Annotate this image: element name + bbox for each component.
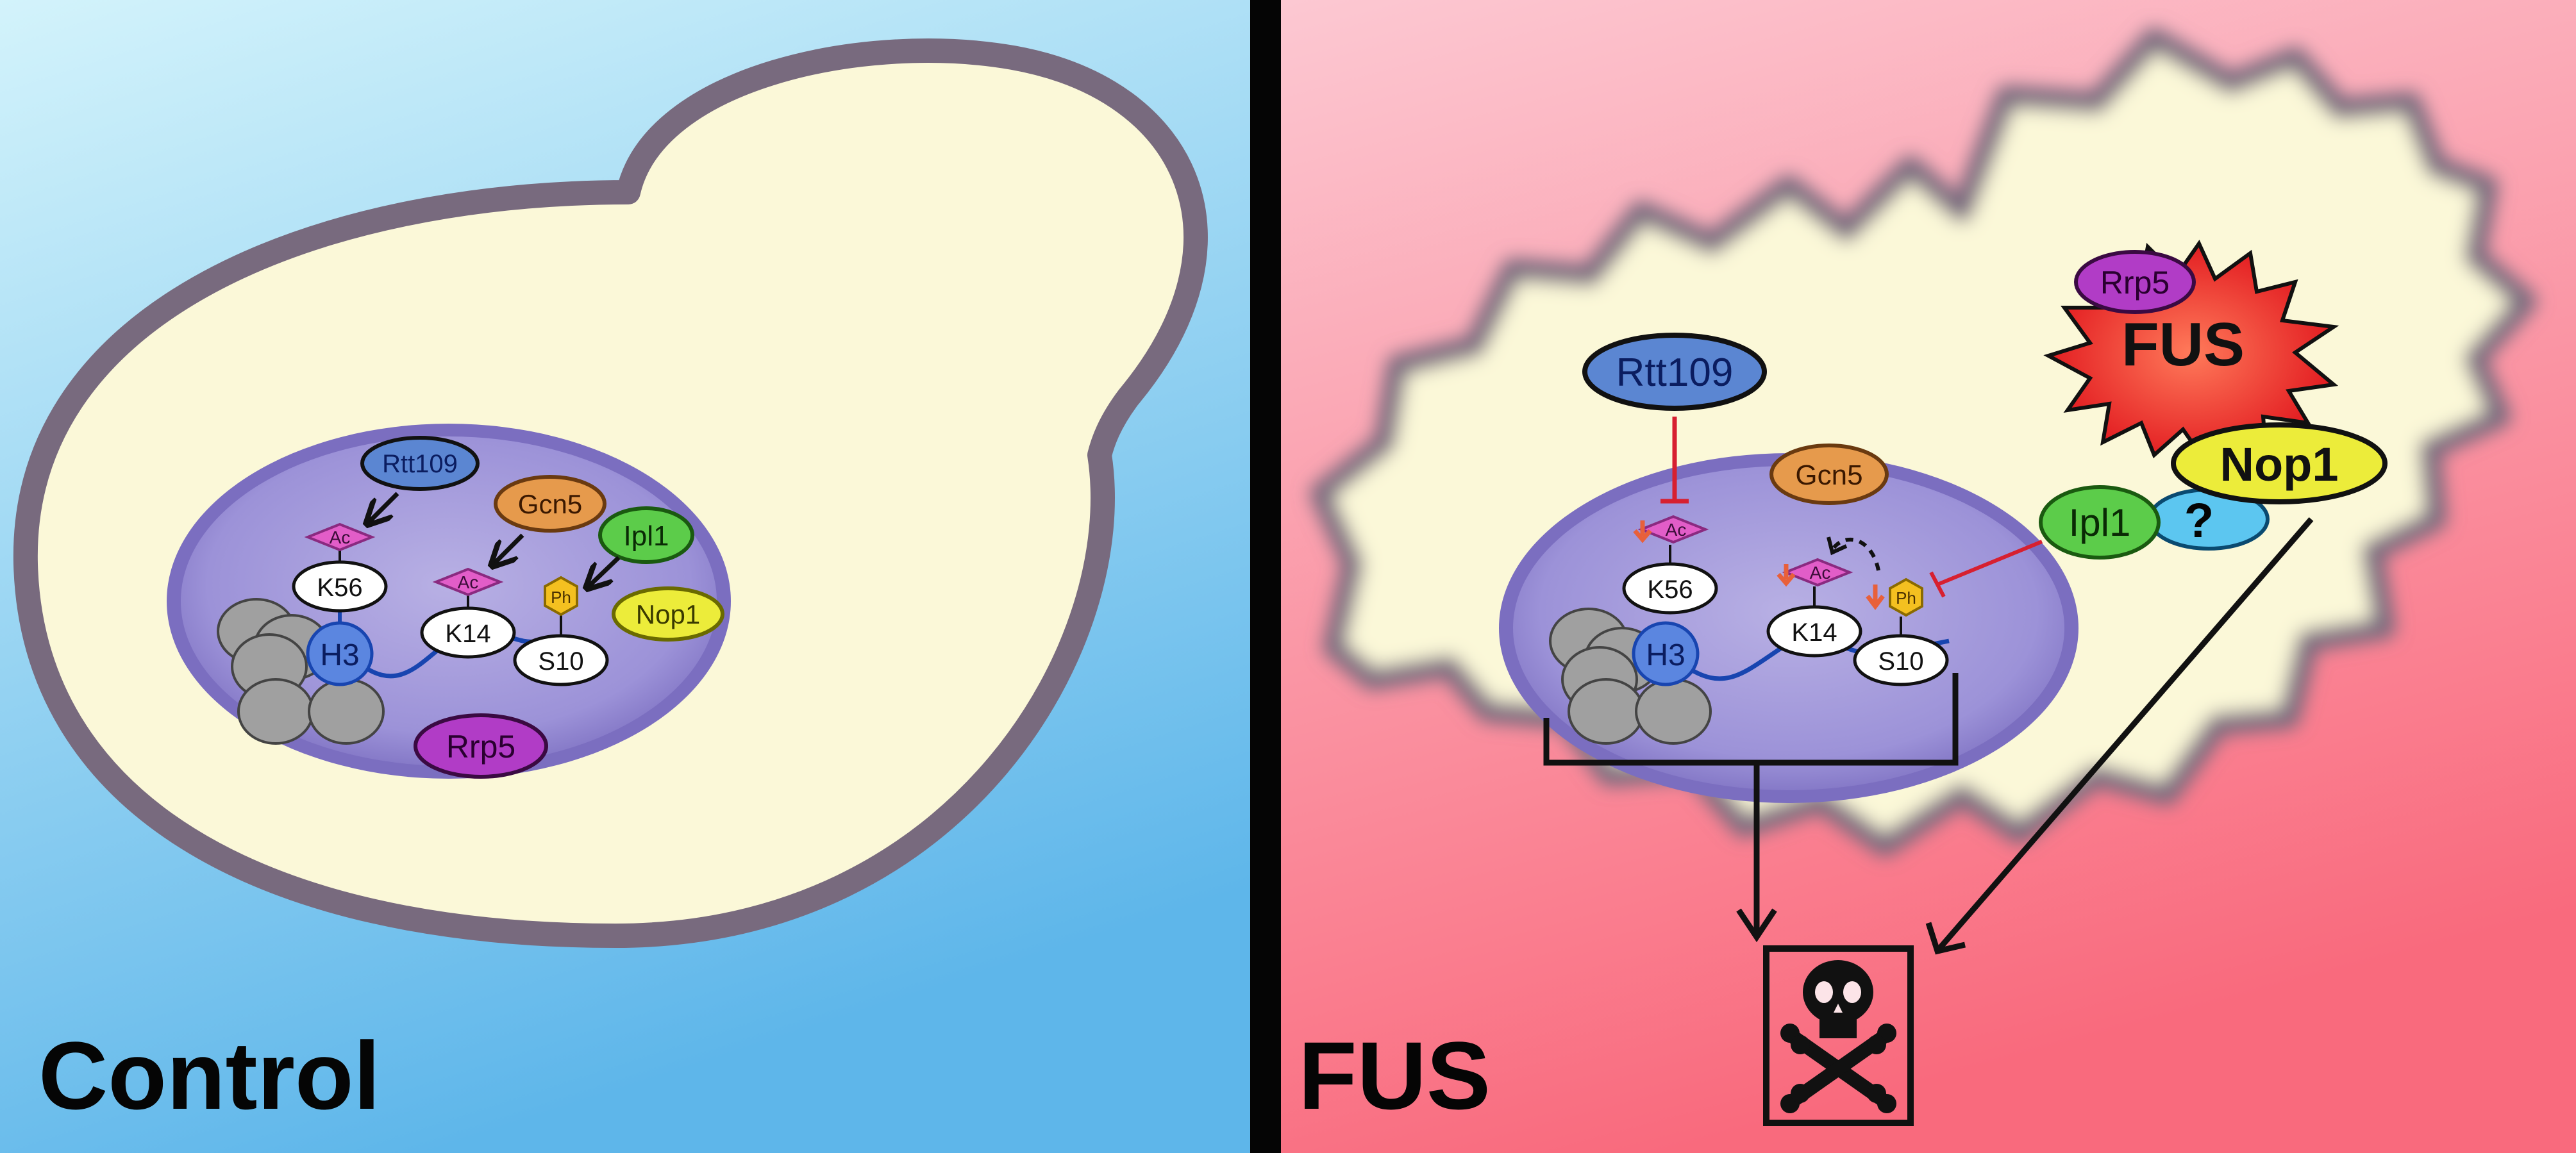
fus-k56-label: K56 [1647,576,1693,604]
fus-k14-ac-label: Ac [1810,563,1831,583]
control-arrow-rtt109-k56 [369,492,399,522]
control-rtt109-label: Rtt109 [382,450,458,478]
fus-arrow-nop1-death [1937,517,2314,950]
control-k56-ac-tag [304,522,376,552]
control-nop1-label: Nop1 [636,599,700,629]
control-rtt109 [360,436,480,491]
fus-rrp5-label: Rrp5 [2100,265,2170,301]
fus-rtt109 [1582,333,1767,411]
control-k56-label: K56 [317,574,362,602]
fus-ipl1-label: Ipl1 [2069,501,2131,544]
control-s10-ph-tag [544,576,578,617]
control-k14-ac-label: Ac [458,572,479,592]
control-s10-ph-label: Ph [551,588,571,607]
fus-k14-down-arrow [1777,564,1796,587]
fus-k56-ac-tag [1637,515,1709,544]
fus-panel: H3 K56 Ac K14 Ac S10 Ph Rtt109 Gcn5 [1281,0,2576,1153]
control-gcn5 [494,475,606,533]
control-k56-ac-label: Ac [330,527,351,547]
control-h3 [306,621,374,686]
fus-k56-ac-label: Ac [1666,520,1687,540]
fus-rrp5 [2074,250,2196,314]
control-nop1 [612,586,724,642]
fus-gcn5 [1769,444,1889,505]
control-ipl1-label: Ipl1 [624,520,669,552]
fus-h3 [1632,621,1700,686]
control-k14-ac-tag [432,567,504,597]
fus-burst-label: FUS [2121,310,2245,379]
control-panel: H3 K56 Ac K14 Ac S10 Ph Rtt109 Gcn5 Ipl1… [0,0,1250,1153]
fus-s10-label: S10 [1878,647,1923,676]
fus-gcn5-label: Gcn5 [1795,460,1862,491]
control-h3-label: H3 [320,638,359,672]
fus-s10-ph-label: Ph [1896,588,1916,608]
fus-k56-down-arrow [1633,520,1652,543]
fus-s10-down-arrow [1866,585,1885,610]
control-title: Control [38,1022,380,1129]
fus-nucleosome [1549,608,1712,745]
control-rrp5-label: Rrp5 [446,729,515,765]
fus-nop1 [2171,422,2388,504]
fus-dashed-arrow-head [1827,536,1848,556]
control-rrp5 [414,713,548,779]
fus-dashed-arrow-s10-k14 [1832,537,1880,571]
control-arrow-gcn5-k14 [494,533,524,564]
fus-rtt109-label: Rtt109 [1616,351,1734,395]
fus-s10-ph-tag [1889,577,1923,617]
control-k14-label: K14 [445,620,490,648]
fus-histone-bracket [1543,673,1959,766]
control-s10-label: S10 [538,647,583,676]
skull-crossbones-icon [1763,945,1914,1126]
fus-nop1-label: Nop1 [2220,438,2339,491]
fus-inhibit-ipl1 [1936,540,2043,586]
fus-title: FUS [1298,1022,1491,1129]
control-gcn5-label: Gcn5 [518,489,582,519]
fus-h3-label: H3 [1646,638,1685,672]
control-arrow-ipl1-s10 [589,556,621,586]
fus-k14-label: K14 [1791,618,1837,647]
fus-question-mark: ? [2184,494,2214,548]
fus-k14-ac-tag [1782,558,1853,587]
control-ipl1 [598,506,694,564]
fus-ipl1 [2039,485,2161,560]
panel-divider [1250,0,1281,1153]
